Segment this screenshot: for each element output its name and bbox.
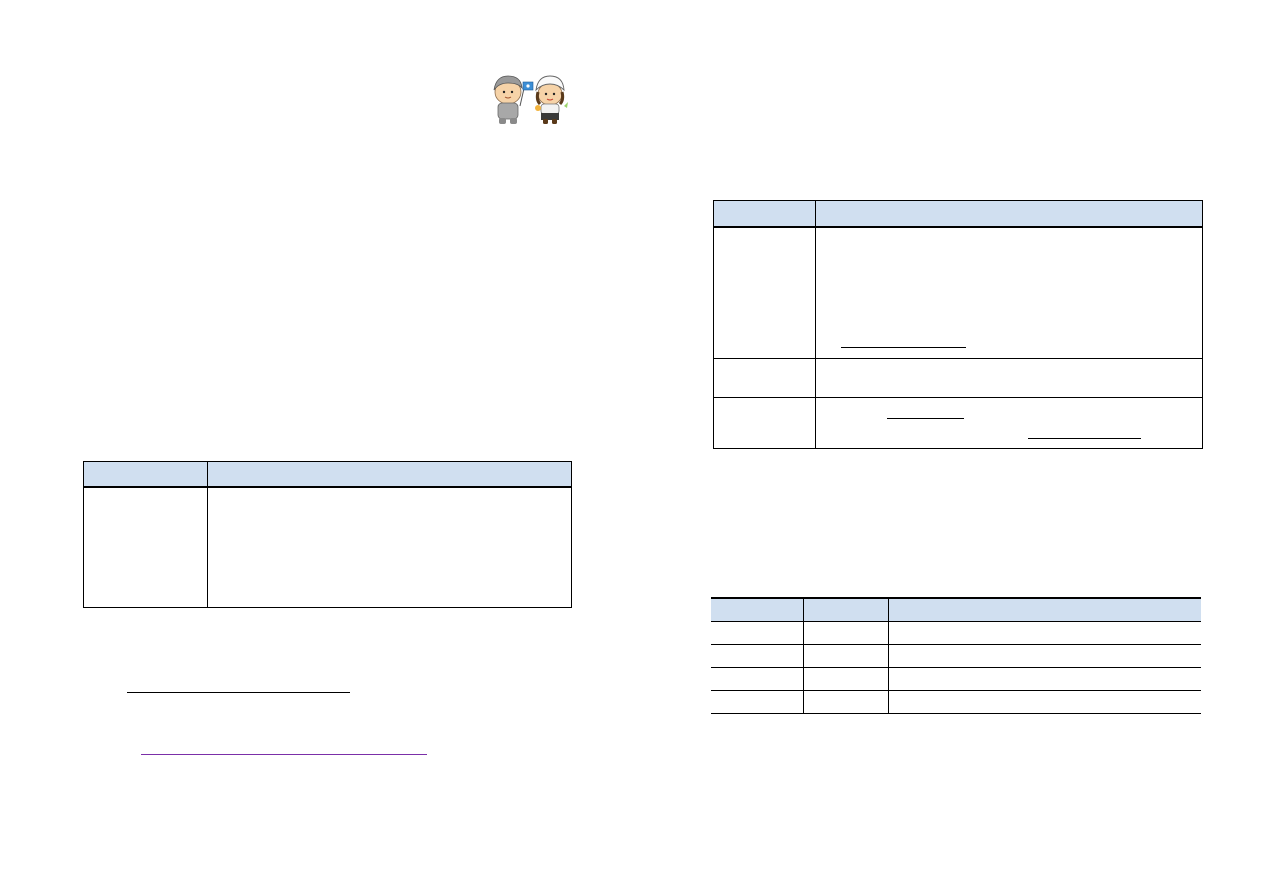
table-cell — [711, 644, 803, 668]
table-row — [711, 667, 1201, 691]
underline-rule — [841, 347, 966, 348]
table-header-cell — [711, 597, 803, 622]
table-cell — [802, 621, 888, 645]
hyperlink-underline[interactable] — [141, 754, 427, 755]
table-cell — [713, 358, 816, 398]
table-row — [713, 226, 1203, 359]
underline-rule — [887, 418, 964, 419]
table-cell — [207, 486, 572, 608]
table-header-row — [83, 461, 572, 488]
right-ruled-table — [711, 597, 1201, 714]
table-cell — [711, 667, 803, 691]
table-header-cell — [713, 200, 816, 228]
table-row — [711, 644, 1201, 668]
table-cell — [887, 621, 1201, 645]
table-cell — [802, 667, 888, 691]
mascot-illustration-icon — [493, 75, 568, 124]
right-info-table — [713, 200, 1203, 449]
table-header-cell — [815, 200, 1203, 228]
table-cell — [802, 690, 888, 714]
table-header-row — [711, 597, 1201, 622]
table-cell — [713, 226, 816, 359]
table-cell — [711, 690, 803, 714]
boy-mascot-icon — [493, 75, 534, 124]
table-cell — [815, 397, 1203, 449]
table-cell — [802, 644, 888, 668]
table-cell — [815, 358, 1203, 398]
table-cell — [887, 644, 1201, 668]
table-cell — [713, 397, 816, 449]
table-row — [713, 358, 1203, 398]
table-row — [711, 621, 1201, 645]
underline-rule — [1028, 438, 1141, 439]
girl-mascot-icon — [535, 75, 568, 124]
left-info-table — [83, 461, 572, 608]
table-header-cell — [887, 597, 1201, 622]
table-cell — [711, 621, 803, 645]
table-cell — [815, 226, 1203, 359]
underline-rule — [127, 692, 350, 693]
table-header-cell — [802, 597, 888, 622]
table-cell — [887, 667, 1201, 691]
table-row — [711, 690, 1201, 714]
table-cell — [887, 690, 1201, 714]
table-row — [713, 397, 1203, 449]
table-header-cell — [83, 461, 208, 488]
table-cell — [83, 486, 208, 608]
table-header-cell — [207, 461, 572, 488]
table-row — [83, 486, 572, 608]
table-header-row — [713, 200, 1203, 228]
